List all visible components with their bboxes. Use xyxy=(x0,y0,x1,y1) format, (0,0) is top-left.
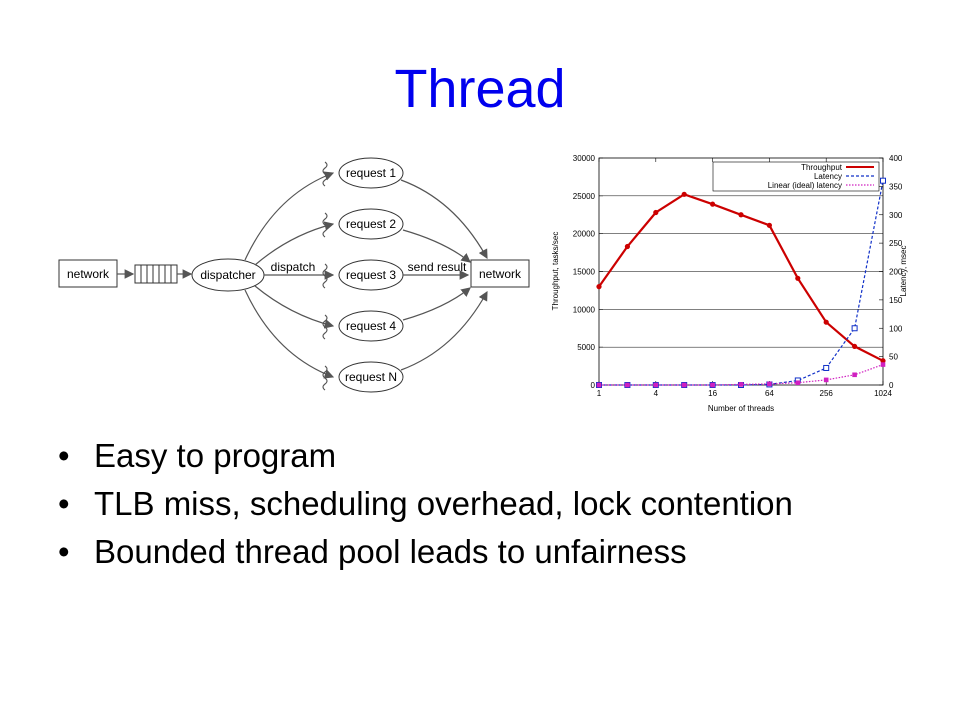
legend-label-ideal-latency: Linear (ideal) latency xyxy=(768,181,842,190)
request-node-2 xyxy=(338,208,404,240)
series-point-ideal-latency xyxy=(653,382,659,388)
network-in-label: network xyxy=(67,267,110,281)
request-queue xyxy=(134,264,178,284)
x-tick-label: 1 xyxy=(597,389,602,398)
y-tick-label: 5000 xyxy=(577,343,595,352)
result-arrow-1 xyxy=(400,179,488,260)
y-tick-label: 0 xyxy=(591,381,596,390)
request-node-4 xyxy=(338,310,404,342)
bullet-text: Easy to program xyxy=(94,437,337,474)
x-tick-label: 4 xyxy=(654,389,659,398)
series-point-ideal-latency xyxy=(596,382,602,388)
series-point-ideal-latency xyxy=(823,377,829,383)
result-arrow-4 xyxy=(402,287,471,321)
request-node-1 xyxy=(338,157,404,189)
y-tick-label: 25000 xyxy=(573,192,596,201)
series-line-2 xyxy=(599,364,884,386)
y-axis-label: Throughput, tasks/sec xyxy=(551,232,560,311)
series-point-ideal-latency xyxy=(880,362,886,367)
series-point-throughput xyxy=(823,319,829,325)
bullet-item: • TLB miss, scheduling overhead, lock con… xyxy=(58,485,918,523)
request-label-n: request N xyxy=(345,370,397,384)
series-point-ideal-latency xyxy=(710,382,715,388)
series-point-ideal-latency xyxy=(767,381,772,387)
thread-squiggles xyxy=(322,161,328,391)
request-label-3: request 3 xyxy=(346,268,396,282)
y2-tick-label: 350 xyxy=(889,182,903,191)
series-point-throughput xyxy=(795,275,801,281)
y2-tick-label: 150 xyxy=(889,296,903,305)
bullet-item: • Easy to program xyxy=(58,437,918,475)
network-in-box xyxy=(58,259,118,288)
series-point-latency xyxy=(823,364,830,371)
bullet-item: • Bounded thread pool leads to unfairness xyxy=(58,533,918,571)
series-point-throughput xyxy=(681,191,687,197)
y2-axis-label: Latency, msec xyxy=(899,246,908,297)
y2-tick-label: 50 xyxy=(889,353,898,362)
x-tick-label: 64 xyxy=(765,389,774,398)
bullet-dot: • xyxy=(58,485,70,522)
dispatch-arrow-2 xyxy=(254,221,335,266)
series-point-ideal-latency xyxy=(681,382,687,388)
bullet-text: TLB miss, scheduling overhead, lock cont… xyxy=(94,485,793,522)
y-tick-label: 30000 xyxy=(573,154,596,163)
dispatcher-label: dispatcher xyxy=(200,268,255,282)
series-point-throughput xyxy=(738,212,744,218)
series-point-throughput xyxy=(710,201,716,207)
y2-tick-label: 0 xyxy=(889,381,894,390)
chart-grid xyxy=(599,195,883,348)
y-tick-label: 20000 xyxy=(573,230,596,239)
send-result-label: send result xyxy=(408,260,467,274)
series-point-latency xyxy=(851,325,858,332)
request-label-1: request 1 xyxy=(346,166,396,180)
result-arrow-5 xyxy=(400,290,488,371)
bullet-dot: • xyxy=(58,437,70,474)
thread-server-diagram: network dispatcher dispatch request 1 re… xyxy=(58,157,530,393)
x-tick-label: 16 xyxy=(708,389,717,398)
series-point-throughput xyxy=(596,284,602,290)
legend-label-latency: Latency xyxy=(814,172,842,181)
dispatch-label: dispatch xyxy=(271,260,316,274)
series-point-ideal-latency xyxy=(795,380,801,386)
dispatch-arrow-4 xyxy=(254,285,335,329)
bullet-dot: • xyxy=(58,533,70,570)
bullet-text: Bounded thread pool leads to unfairness xyxy=(94,533,687,570)
series-point-throughput xyxy=(852,343,858,350)
network-out-label: network xyxy=(479,267,522,281)
dispatch-arrow-5 xyxy=(244,289,335,379)
y2-tick-label: 250 xyxy=(889,239,903,248)
series-line-1 xyxy=(599,180,884,386)
y-tick-label: 10000 xyxy=(573,305,596,314)
chart-legend: Throughput Latency Linear (ideal) latenc… xyxy=(712,161,880,192)
series-point-throughput xyxy=(880,358,886,364)
y2-tick-label: 200 xyxy=(889,268,903,277)
series-line-0 xyxy=(598,193,884,362)
chart-ticks: 0 5000 10000 15000 20000 25000 30000 0 50 100 150 2… xyxy=(573,154,903,398)
series-point-throughput xyxy=(766,222,772,228)
y-tick-label: 15000 xyxy=(573,268,596,277)
dispatch-arrow-1 xyxy=(244,171,335,261)
request-label-2: request 2 xyxy=(346,217,396,231)
series-point-latency xyxy=(880,177,886,184)
x-axis-label: Number of threads xyxy=(708,404,774,413)
x-tick-label: 1024 xyxy=(874,389,892,398)
y2-tick-label: 300 xyxy=(889,211,903,220)
series-point-ideal-latency xyxy=(625,382,630,388)
series-point-ideal-latency xyxy=(738,382,744,387)
throughput-latency-chart: 0 5000 10000 15000 20000 25000 30000 0 50 100 150 2… xyxy=(551,154,908,413)
network-out-box xyxy=(470,259,530,288)
y2-tick-label: 400 xyxy=(889,154,903,163)
series-point-throughput xyxy=(653,209,659,216)
legend-label-throughput: Throughput xyxy=(801,163,843,172)
bullet-list: • Easy to program • TLB miss, scheduling o… xyxy=(58,437,918,581)
request-node-n xyxy=(338,361,404,393)
chart-series xyxy=(596,177,886,388)
slide-title: Thread xyxy=(394,59,566,119)
series-point-ideal-latency xyxy=(852,372,857,378)
request-label-4: request 4 xyxy=(346,319,396,333)
x-tick-label: 256 xyxy=(820,389,834,398)
result-arrow-2 xyxy=(402,229,471,263)
series-point-throughput xyxy=(624,243,630,250)
y2-tick-label: 100 xyxy=(889,324,903,333)
